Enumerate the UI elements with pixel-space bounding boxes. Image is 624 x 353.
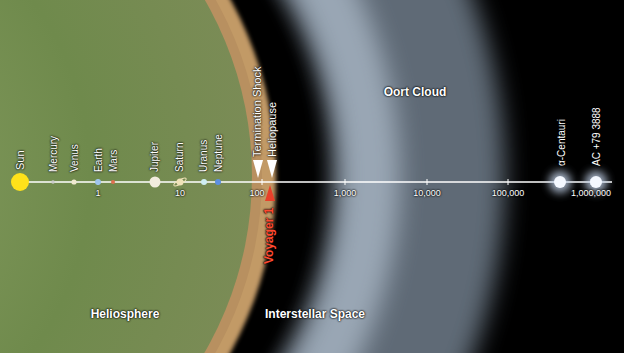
voyager-arrow bbox=[265, 185, 275, 201]
scale-number: 100,000 bbox=[492, 189, 525, 199]
uranus bbox=[201, 179, 207, 185]
region-label: Oort Cloud bbox=[384, 86, 447, 99]
mars bbox=[111, 180, 115, 184]
sun bbox=[11, 173, 29, 191]
oort-cloud-inner bbox=[0, 0, 370, 353]
scale-number: 1 bbox=[95, 189, 100, 199]
scale-number: 10 bbox=[175, 189, 185, 199]
jupiter bbox=[150, 177, 161, 188]
star-label: α-Centauri bbox=[556, 119, 567, 166]
region-label: Interstellar Space bbox=[265, 308, 365, 321]
star-label: AC +79 3888 bbox=[591, 107, 602, 166]
probe-label: Voyager 1 bbox=[263, 208, 276, 264]
interstellar-gap bbox=[0, 0, 310, 353]
axis-ticks bbox=[98, 179, 591, 185]
sun-label: Sun bbox=[14, 150, 26, 170]
neptune bbox=[215, 179, 221, 185]
scale-number: 10,000 bbox=[413, 189, 441, 199]
planet-label: Uranus bbox=[198, 140, 209, 172]
planet-label: Earth bbox=[93, 148, 104, 172]
saturn bbox=[173, 177, 187, 187]
heliopause-ring bbox=[0, 0, 276, 353]
planet-label: Saturn bbox=[174, 143, 185, 172]
alpha-centauri-star bbox=[554, 176, 566, 188]
heliopause-marker bbox=[267, 160, 277, 178]
heliosphere-region bbox=[0, 0, 252, 353]
heliosheath bbox=[0, 0, 262, 353]
earth bbox=[95, 179, 101, 185]
venus bbox=[71, 179, 76, 184]
distance-axis bbox=[20, 181, 612, 183]
oort-cloud-glow bbox=[0, 0, 420, 353]
termination-shock-marker bbox=[253, 160, 263, 178]
scale-number: 1,000 bbox=[334, 189, 357, 199]
ac-star bbox=[590, 176, 602, 188]
planet-label: Mars bbox=[108, 150, 119, 172]
planet-label: Venus bbox=[69, 144, 80, 172]
planet-label: Jupiter bbox=[149, 142, 160, 172]
mercury bbox=[51, 180, 55, 184]
scale-number: 1,000,000 bbox=[571, 189, 611, 199]
alpha-centauri-glow bbox=[549, 171, 571, 193]
region-label: Heliosphere bbox=[91, 308, 160, 321]
planet-label: Neptune bbox=[213, 134, 224, 172]
planet-label: Mercury bbox=[48, 136, 59, 172]
boundary-label: Heliopause bbox=[266, 102, 278, 157]
scale-number: 100 bbox=[249, 189, 264, 199]
boundary-label: Termination Shock bbox=[251, 67, 263, 158]
